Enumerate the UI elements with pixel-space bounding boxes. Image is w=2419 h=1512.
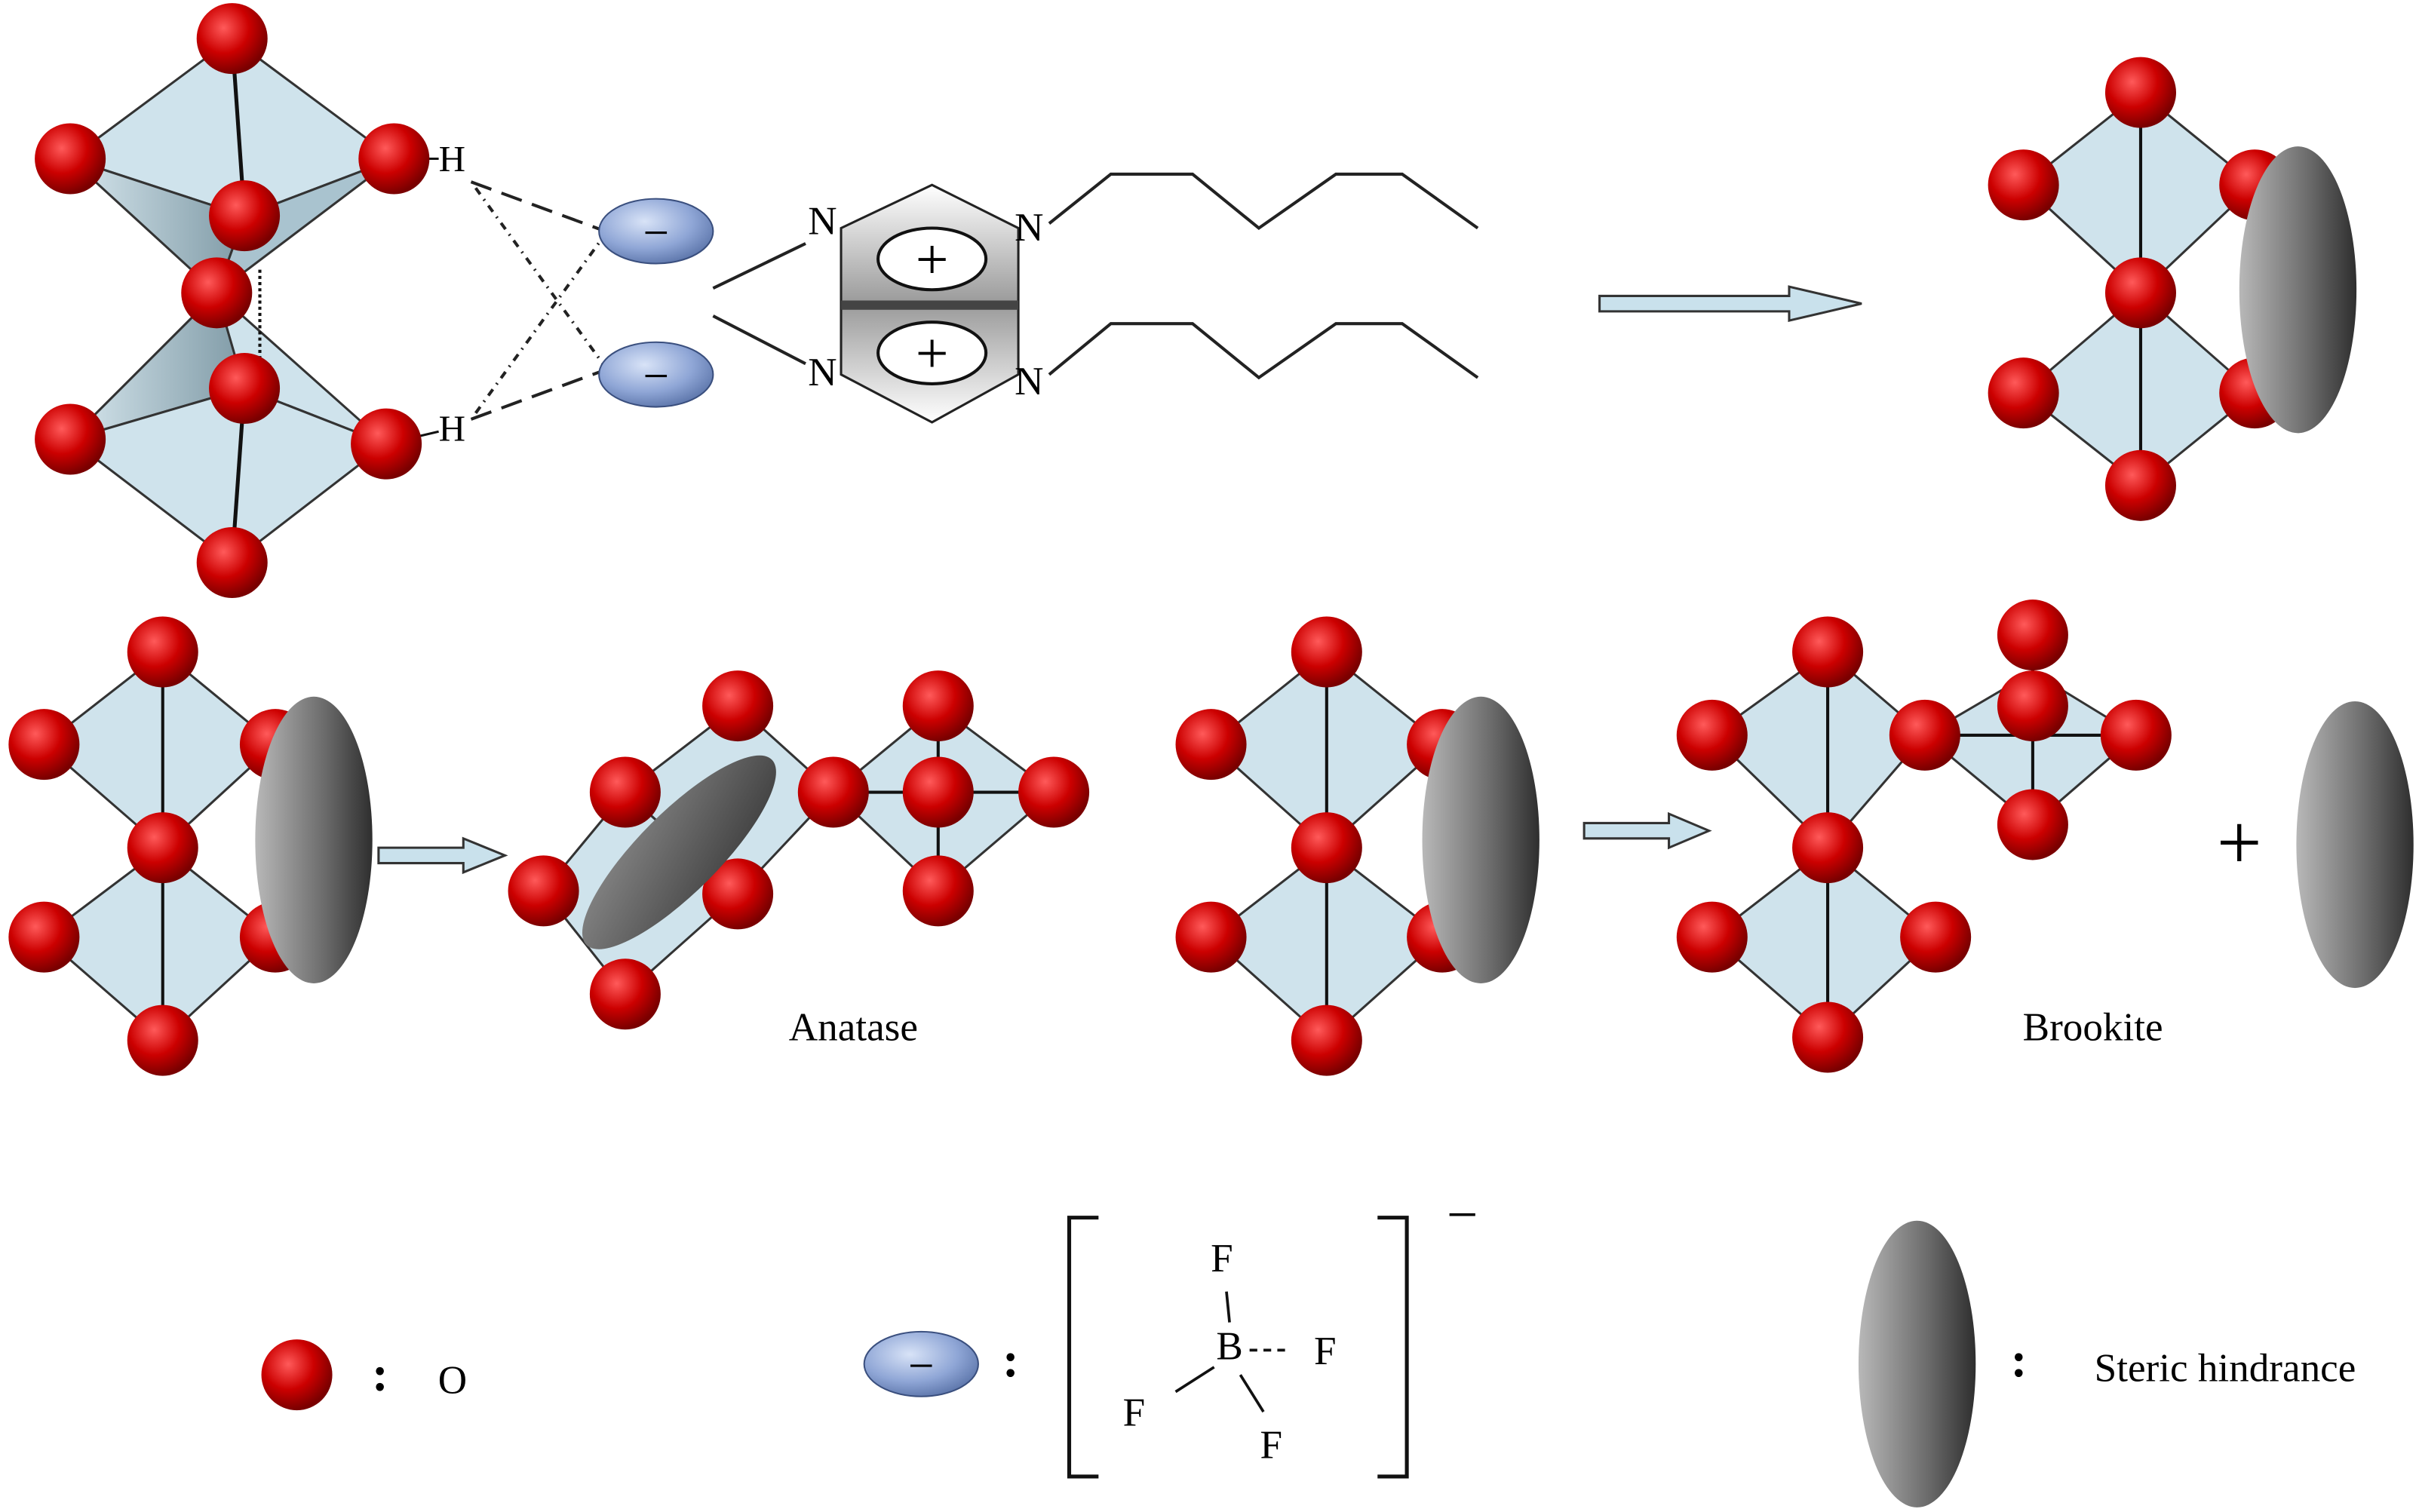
oxygen-legend-icon <box>261 1339 333 1411</box>
reaction-arrow-anatase <box>377 836 508 875</box>
hydrogen-bonds <box>470 180 606 421</box>
bf4-anion-bottom: − <box>598 341 714 408</box>
octahedra-with-steric-left <box>8 616 373 1076</box>
fluorine-label-left: F <box>1123 1391 1146 1435</box>
left-bracket <box>1067 1216 1099 1479</box>
reaction-arrow-top <box>1598 285 1862 323</box>
bf4-anion-top: − <box>598 198 714 265</box>
nitrogen-label-3: N <box>1015 206 1043 250</box>
legend-separator-steric: : <box>2011 1333 2028 1388</box>
fluorine-label-bottom: F <box>1260 1423 1282 1467</box>
minus-sign: − <box>643 207 669 259</box>
nitrogen-label-2: N <box>808 351 837 394</box>
legend-separator-o: : <box>372 1348 388 1402</box>
anatase-label: Anatase <box>789 1006 918 1050</box>
steric-hindrance-icon <box>582 755 776 949</box>
right-bracket <box>1377 1216 1409 1479</box>
anion-legend-icon <box>863 1330 979 1397</box>
minus-sign: − <box>908 1340 935 1391</box>
imidazolium-cation: + + <box>712 172 1479 424</box>
anatase-structure <box>508 670 1090 1030</box>
steric-legend-label: Steric hindrance <box>2095 1346 2356 1390</box>
brookite-label: Brookite <box>2023 1006 2163 1050</box>
boron-label: B <box>1216 1325 1242 1369</box>
brookite-structure <box>1676 600 2172 1073</box>
hydrogen-label-top: H <box>439 138 465 179</box>
hydrogen-label-bottom: H <box>439 408 465 449</box>
steric-legend-icon <box>1858 1220 1976 1507</box>
fluorine-label-right: F <box>1314 1330 1337 1373</box>
oxygen-legend-label: O <box>438 1359 467 1403</box>
reaction-arrow-brookite <box>1582 811 1712 850</box>
plus-sign-top: + <box>916 227 949 292</box>
fluorine-label-top: F <box>1211 1237 1233 1280</box>
steric-hindrance-icon <box>255 696 373 983</box>
legend: : O − : − B F F F F : Steric hindrance <box>261 1183 2356 1507</box>
tio6-dimer <box>35 3 439 599</box>
steric-hindrance-icon <box>1422 696 1540 983</box>
released-steric-icon <box>2296 701 2414 989</box>
octahedra-with-steric-top <box>1988 57 2357 521</box>
plus-sign-release: + <box>2217 798 2262 887</box>
minus-sign: − <box>643 351 669 402</box>
plus-sign-bottom: + <box>916 321 949 386</box>
octahedra-with-steric-middle <box>1175 616 1540 1076</box>
nitrogen-label-4: N <box>1015 360 1043 403</box>
nitrogen-label-1: N <box>808 200 837 244</box>
steric-hindrance-icon <box>2239 146 2357 434</box>
legend-separator-anion: : <box>1002 1333 1019 1388</box>
anion-charge-label: − <box>1447 1183 1478 1245</box>
